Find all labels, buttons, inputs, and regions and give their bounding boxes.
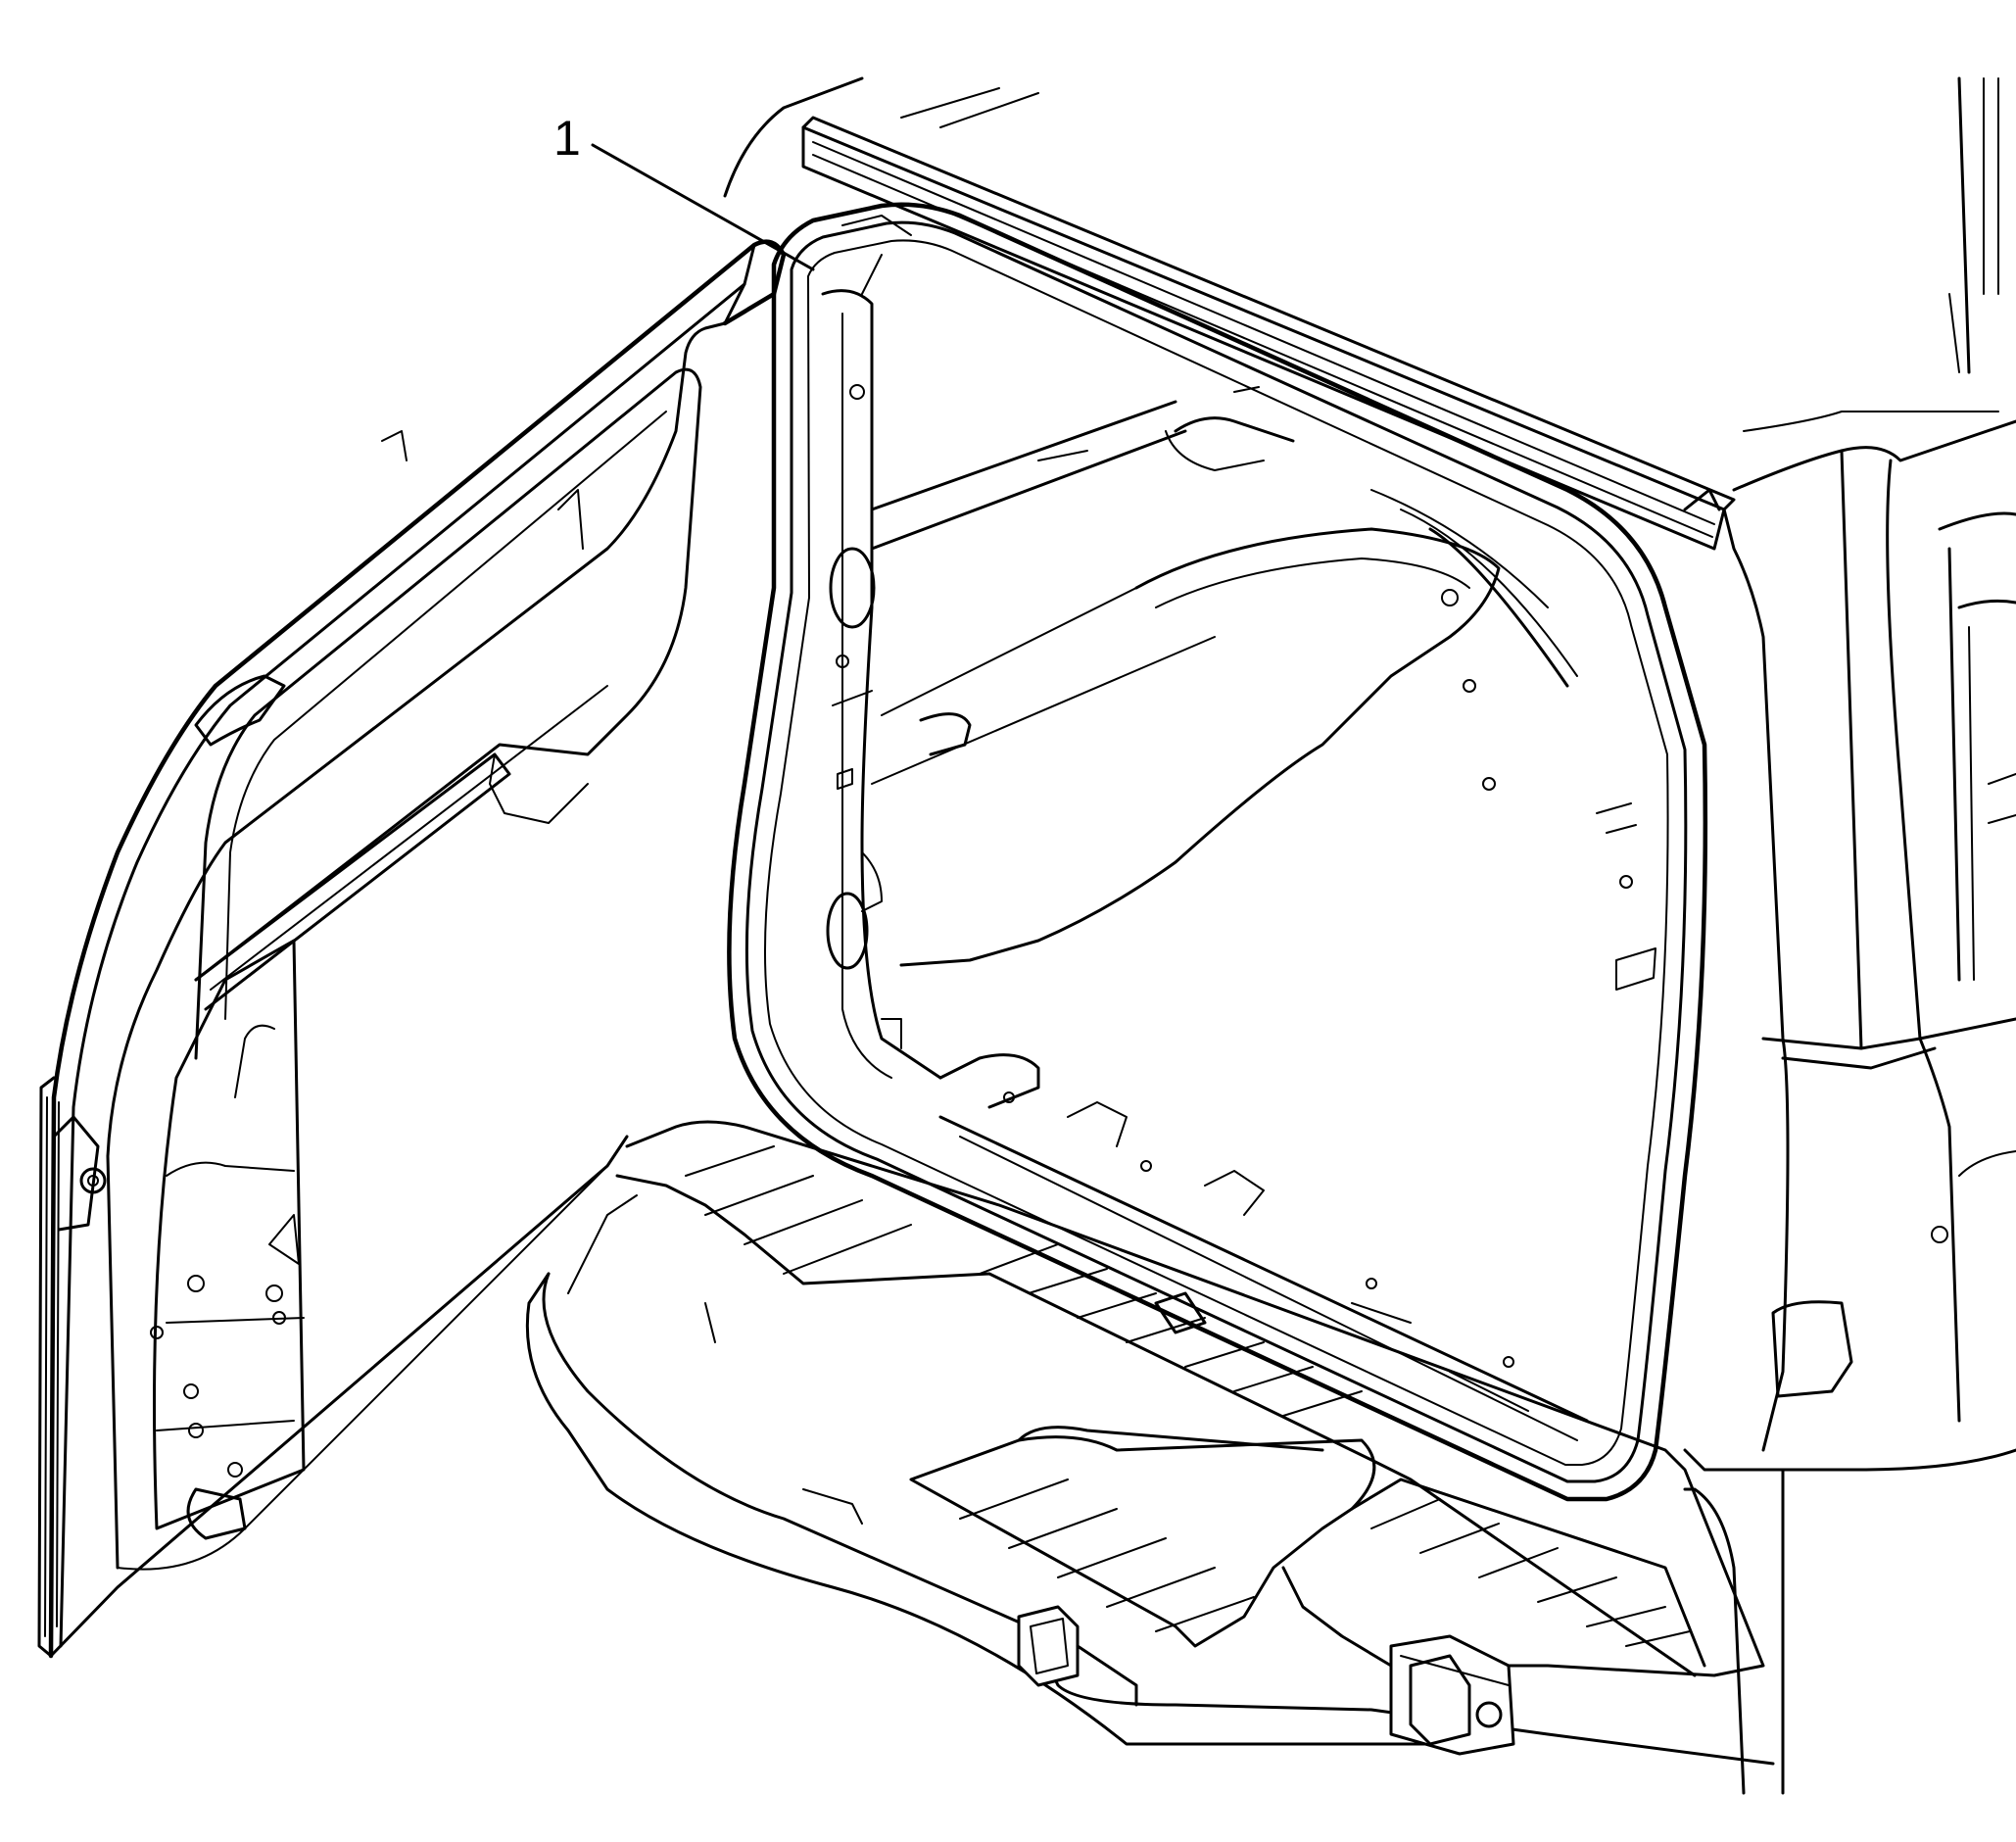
body-opening xyxy=(723,76,1999,1502)
rear-bumper xyxy=(525,1120,1775,1766)
callout-1: 1 xyxy=(553,111,815,271)
callout-leader-line xyxy=(591,143,815,271)
callout-label: 1 xyxy=(553,111,581,166)
liftgate-door xyxy=(37,239,787,1659)
body-side-right xyxy=(1683,419,2016,1795)
